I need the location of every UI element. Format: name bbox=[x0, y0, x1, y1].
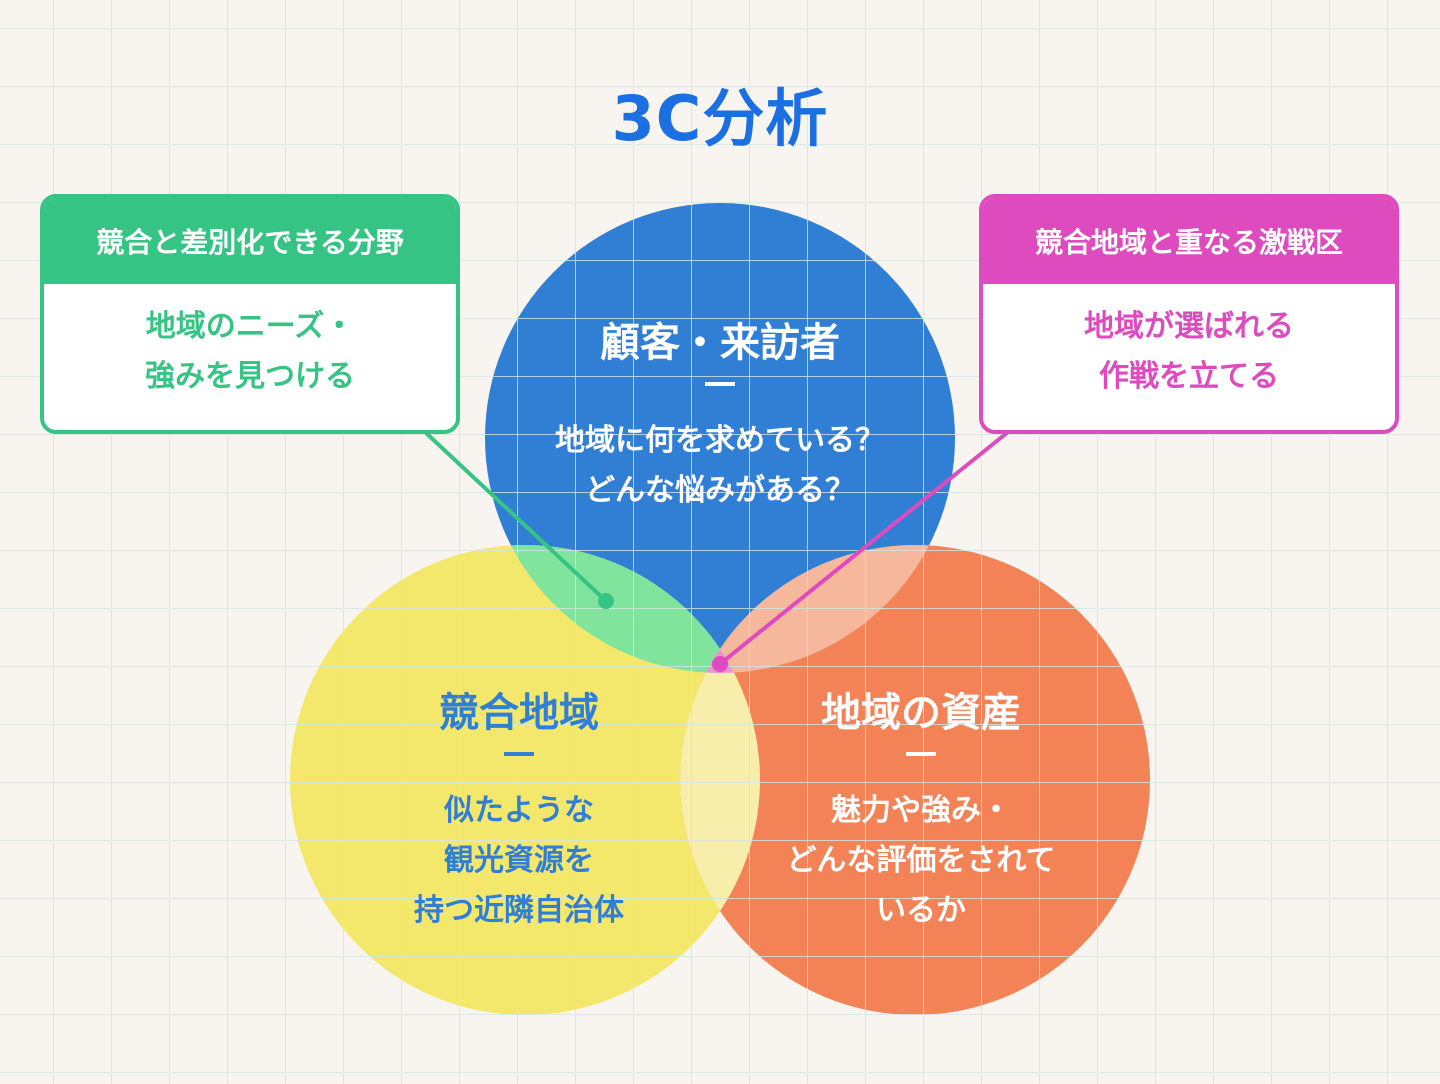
callout-left-connector bbox=[423, 430, 608, 603]
divider bbox=[906, 752, 936, 756]
callout-right-line: 作戦を立てる bbox=[1099, 359, 1279, 394]
customer-heading: 顧客・来訪者 bbox=[600, 320, 840, 366]
company-heading: 地域の資産 bbox=[821, 690, 1021, 736]
divider bbox=[705, 382, 735, 386]
callout-right-dot bbox=[712, 656, 728, 672]
page-title: 3C分析 bbox=[611, 82, 829, 155]
customer-label: 顧客・来訪者 地域に何を求めている？ どんな悩みがある？ bbox=[520, 318, 920, 516]
divider bbox=[504, 752, 534, 756]
callout-left-dot bbox=[598, 593, 614, 609]
competitor-heading: 競合地域 bbox=[439, 690, 599, 736]
callout-left: 競合と差別化できる分野 地域のニーズ・ 強みを見つける bbox=[40, 194, 460, 434]
callout-left-line: 強みを見つける bbox=[145, 359, 355, 394]
callout-right: 競合地域と重なる激戦区 地域が選ばれる 作戦を立てる bbox=[979, 194, 1399, 434]
customer-line: 地域に何を求めている？ bbox=[555, 423, 885, 458]
callout-left-header: 競合と差別化できる分野 bbox=[44, 198, 456, 284]
competitor-line: 似たような bbox=[444, 793, 594, 828]
company-label: 地域の資産 魅力や強み・ どんな評価をされて いるか bbox=[721, 688, 1121, 936]
competitor-line: 観光資源を bbox=[444, 843, 594, 878]
customer-line: どんな悩みがある？ bbox=[585, 473, 855, 508]
company-line: 魅力や強み・ bbox=[831, 793, 1011, 828]
company-line: どんな評価をされて bbox=[786, 843, 1056, 878]
company-line: いるか bbox=[876, 893, 966, 928]
competitor-label: 競合地域 似たような 観光資源を 持つ近隣自治体 bbox=[319, 688, 719, 936]
callout-right-header: 競合地域と重なる激戦区 bbox=[983, 198, 1395, 284]
competitor-line: 持つ近隣自治体 bbox=[414, 893, 624, 928]
callout-left-line: 地域のニーズ・ bbox=[145, 309, 355, 344]
callout-right-connector bbox=[718, 430, 1010, 666]
callout-right-line: 地域が選ばれる bbox=[1084, 309, 1294, 344]
